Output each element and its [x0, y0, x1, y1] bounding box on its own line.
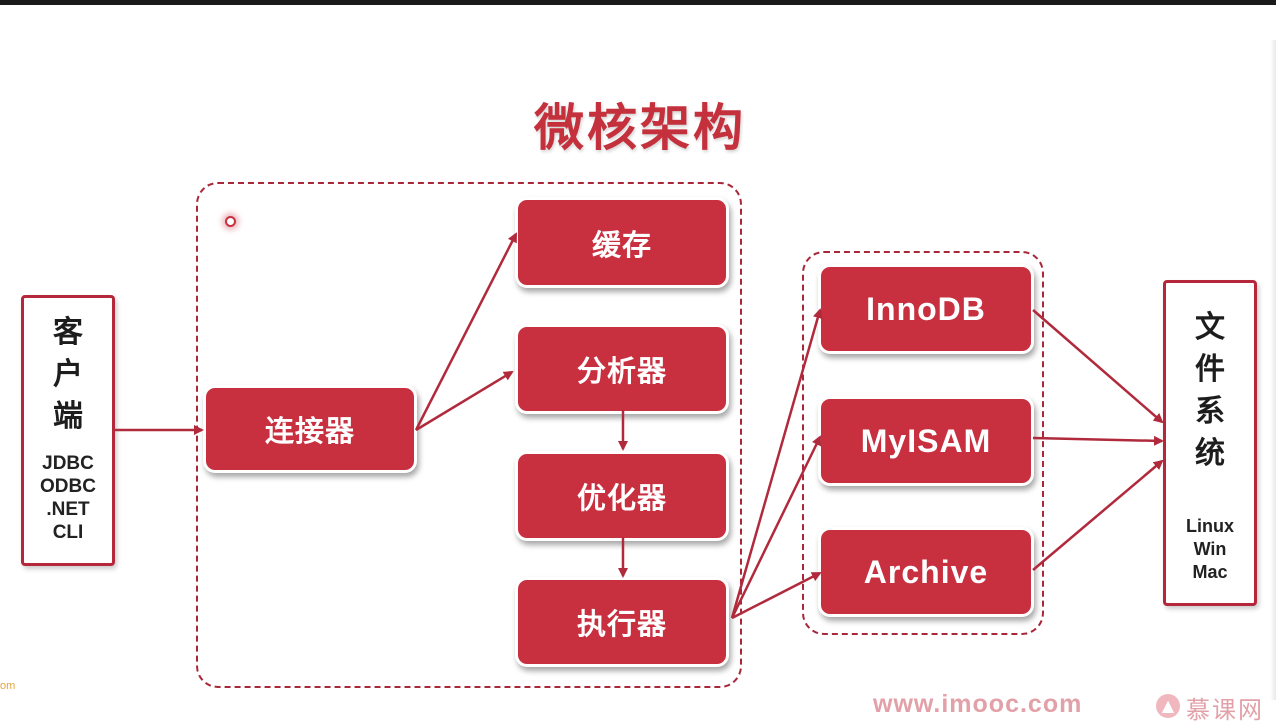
client-char: 端 [53, 399, 83, 434]
arrow-innodb-filesystem [1032, 309, 1164, 424]
client-box: 客 户 端 JDBC ODBC .NET CLI [21, 295, 115, 566]
arrow-myisam-filesystem [1032, 435, 1164, 446]
os-label: Linux [1186, 516, 1234, 536]
footer-url: www.imooc.com [873, 690, 1083, 718]
arrow-executor-myisam [730, 435, 822, 619]
footer-brand: 慕课网 [1186, 696, 1264, 724]
arrow-executor-innodb [730, 308, 823, 619]
client-protocol: ODBC [40, 476, 96, 497]
os-label: Mac [1192, 562, 1228, 582]
os-label: Win [1193, 539, 1227, 559]
server-layer-boundary [196, 182, 742, 688]
filesystem-char: 件 [1195, 352, 1225, 387]
arrow-executor-archive [731, 571, 822, 620]
client-protocol: JDBC [42, 453, 94, 474]
client-char: 客 [53, 315, 83, 350]
flame-logo-icon: ▲ [1156, 694, 1180, 718]
scroll-edge [1270, 40, 1276, 700]
filesystem-char: 统 [1195, 436, 1225, 471]
corner-watermark: om [0, 680, 16, 692]
top-bar [0, 0, 1276, 5]
engine-innodb-box: InnoDB [818, 264, 1034, 354]
client-protocol: CLI [52, 522, 84, 543]
cursor-dot [225, 216, 236, 227]
client-char: 户 [53, 357, 83, 392]
filesystem-char: 文 [1195, 310, 1225, 345]
executor-box: 执行器 [515, 577, 729, 667]
arrow-connector-parser [415, 370, 514, 432]
page-title: 微核架构 [534, 99, 746, 157]
engine-archive-box: Archive [818, 527, 1034, 617]
arrow-connector-cache [414, 232, 518, 431]
engine-layer-boundary [802, 251, 1044, 635]
filesystem-box: 文 件 系 统 Linux Win Mac [1163, 280, 1257, 606]
filesystem-char: 系 [1195, 394, 1225, 429]
arrow-archive-filesystem [1032, 459, 1164, 571]
connector-box: 连接器 [203, 385, 417, 473]
client-protocol: .NET [46, 499, 90, 520]
